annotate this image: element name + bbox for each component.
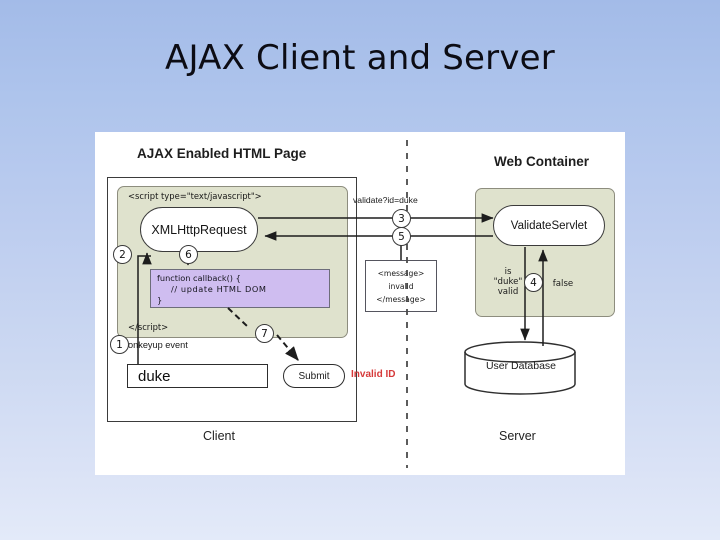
step-7-number: 7: [261, 327, 268, 340]
condition-line-1: is: [504, 267, 512, 277]
step-badge-7: 7: [255, 324, 274, 343]
user-id-input[interactable]: duke: [127, 364, 268, 388]
user-id-input-value: duke: [138, 367, 171, 385]
callback-code-box: function callback() { // update HTML DOM…: [150, 269, 330, 308]
xmlhttprequest-label: XMLHttpRequest: [151, 222, 247, 237]
request-url-label: validate?id=duke: [353, 195, 418, 205]
step-badge-5: 5: [392, 227, 411, 246]
onkeyup-event-label: onkeyup event: [128, 340, 188, 350]
validation-condition-label: is "duke" valid: [491, 267, 525, 298]
step-5-number: 5: [398, 230, 405, 243]
condition-line-2: "duke": [493, 276, 523, 287]
xmlhttprequest-node: XMLHttpRequest: [140, 207, 258, 252]
client-heading: AJAX Enabled HTML Page: [137, 146, 307, 161]
message-payload-box: <message> invalid </message>: [365, 260, 437, 312]
message-body: invalid: [388, 281, 414, 291]
step-1-number: 1: [116, 338, 123, 351]
validate-servlet-label: ValidateServlet: [510, 219, 588, 232]
step-badge-4: 4: [524, 273, 543, 292]
step-badge-2: 2: [113, 245, 132, 264]
step-badge-3: 3: [392, 209, 411, 228]
step-2-number: 2: [119, 248, 126, 261]
server-heading: Web Container: [494, 154, 590, 169]
user-database-label: User Database: [485, 360, 557, 372]
server-footer-label: Server: [499, 429, 536, 443]
step-6-number: 6: [185, 248, 192, 261]
step-4-number: 4: [530, 276, 537, 289]
ajax-flow-diagram: AJAX Enabled HTML Page <script type="tex…: [95, 132, 625, 475]
step-3-number: 3: [398, 212, 405, 225]
validate-servlet-node: ValidateServlet: [493, 205, 605, 246]
page-title: AJAX Client and Server: [165, 38, 555, 78]
script-close-tag: </script>: [128, 322, 169, 332]
callback-line-2: // update HTML DOM: [171, 284, 267, 295]
message-open-tag: <message>: [377, 268, 425, 278]
condition-line-3: valid: [497, 286, 519, 297]
script-open-tag: <script type="text/javascript">: [128, 191, 262, 201]
step-badge-1: 1: [110, 335, 129, 354]
diagram-panel: AJAX Enabled HTML Page <script type="tex…: [95, 132, 625, 475]
step-badge-6: 6: [179, 245, 198, 264]
submit-button-label: Submit: [298, 370, 330, 382]
callback-line-1: function callback() {: [157, 273, 241, 283]
message-close-tag: </message>: [376, 294, 426, 304]
submit-button[interactable]: Submit: [283, 364, 345, 388]
client-footer-label: Client: [203, 429, 235, 443]
validation-result-label: false: [552, 279, 574, 289]
invalid-id-message: Invalid ID: [351, 369, 396, 380]
callback-line-3: }: [157, 295, 163, 306]
